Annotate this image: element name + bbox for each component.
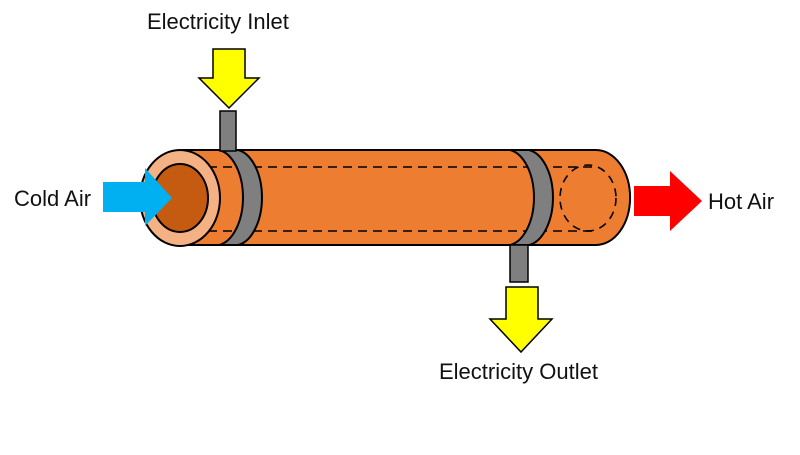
- cold-air-label: Cold Air: [14, 186, 92, 211]
- outlet-band: [509, 149, 554, 246]
- hot-air-label: Hot Air: [708, 189, 775, 214]
- electricity-outlet-label: Electricity Outlet: [439, 359, 598, 384]
- down-arrow-icon: [197, 48, 261, 110]
- right-arrow-icon: [634, 171, 702, 231]
- down-arrow-icon: [488, 286, 554, 354]
- tube-body: [182, 149, 632, 246]
- inlet-band: [218, 149, 263, 246]
- inlet-electrode: [219, 110, 237, 152]
- outlet-electrode: [509, 244, 529, 283]
- right-arrow-icon: [103, 168, 172, 226]
- electricity-inlet-label: Electricity Inlet: [147, 9, 289, 34]
- tube-far-end-outline: [559, 164, 617, 232]
